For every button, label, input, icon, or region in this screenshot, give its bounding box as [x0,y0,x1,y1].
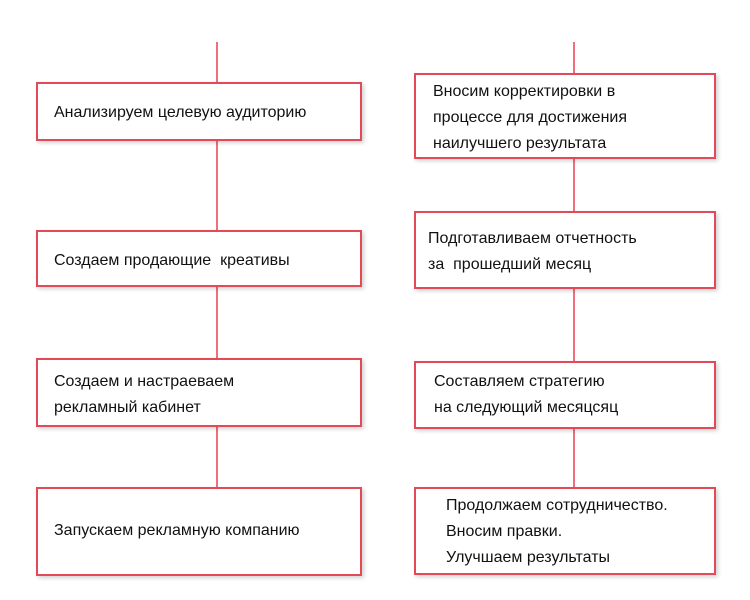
right-step-1-text: Вносим корректировки в процессе для дост… [433,83,628,152]
right-step-4: Продолжаем сотрудничество. Вносим правки… [414,487,716,575]
left-step-1: Анализируем целевую аудиторию [36,82,362,141]
right-step-2: Подготавливаем отчетность за прошедший м… [414,211,716,289]
left-step-4-text: Запускаем рекламную компанию [54,522,300,539]
left-step-4: Запускаем рекламную компанию [36,487,362,576]
right-step-1: Вносим корректировки в процессе для дост… [414,73,716,159]
right-step-3: Составляем стратегию на следующий месяцс… [414,361,716,429]
right-step-2-text: Подготавливаем отчетность за прошедший м… [428,230,637,273]
left-step-2: Создаем продающие креативы [36,230,362,287]
right-step-3-text: Составляем стратегию на следующий месяцс… [434,373,619,416]
right-step-4-text: Продолжаем сотрудничество. Вносим правки… [446,497,668,566]
left-step-1-text: Анализируем целевую аудиторию [54,104,307,121]
left-step-3: Создаем и настраеваем рекламный кабинет [36,358,362,427]
left-step-2-text: Создаем продающие креативы [54,252,290,269]
left-step-3-text: Создаем и настраеваем рекламный кабинет [54,373,235,416]
